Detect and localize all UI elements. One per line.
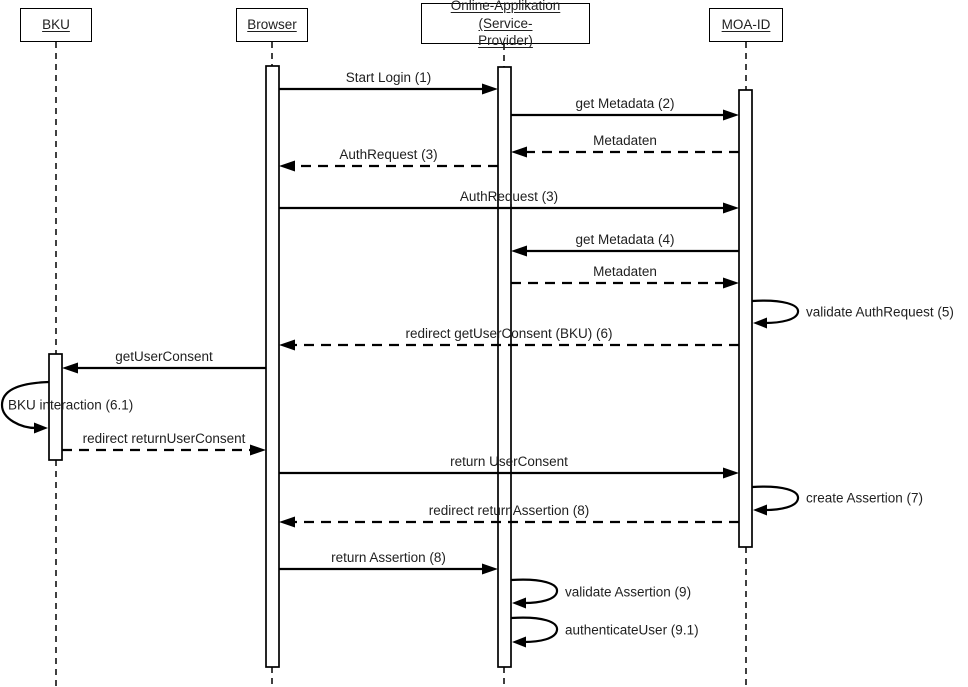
- self-message-arrowhead: [753, 504, 767, 516]
- message-arrowhead: [279, 160, 295, 172]
- activation-bar-bku: [48, 353, 63, 461]
- self-message-arrowhead: [512, 597, 526, 609]
- message-arrowhead: [723, 277, 739, 289]
- message-arrowhead: [723, 467, 739, 479]
- message-arrowhead: [279, 339, 295, 351]
- self-message-loop: [510, 578, 559, 605]
- message-arrowhead: [511, 245, 527, 257]
- self-message-arrowhead: [512, 636, 526, 648]
- activation-bar-browser: [265, 65, 280, 668]
- activation-bar-online-applikation: [497, 66, 512, 668]
- self-message-arrowhead: [753, 317, 767, 329]
- message-arrowhead: [482, 563, 498, 575]
- activation-bar-moa-id: [738, 89, 753, 548]
- self-message-arrowhead: [34, 422, 48, 434]
- message-arrowhead: [279, 516, 295, 528]
- message-arrowhead: [511, 146, 527, 158]
- self-message-loop: [751, 299, 800, 325]
- message-arrowhead: [62, 362, 78, 374]
- self-message-loop: [0, 380, 50, 430]
- message-arrowhead: [723, 109, 739, 121]
- message-arrowhead: [250, 444, 266, 456]
- message-arrowhead: [482, 83, 498, 95]
- self-message-loop: [751, 485, 800, 512]
- self-message-loop: [510, 616, 559, 644]
- message-arrowhead: [723, 202, 739, 214]
